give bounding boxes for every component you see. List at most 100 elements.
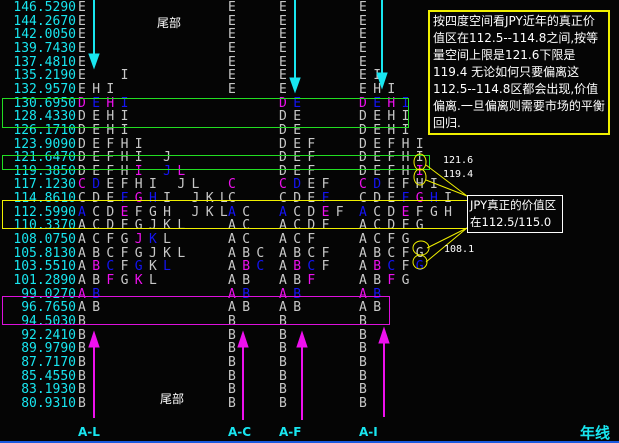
tpo-cell: E bbox=[279, 0, 287, 15]
column-label-a-i: A-I bbox=[359, 425, 378, 439]
tpo-cell: E bbox=[279, 54, 287, 70]
price-level: 89.9790 bbox=[21, 341, 76, 357]
tpo-cell: E bbox=[228, 13, 236, 29]
tpo-cell: E bbox=[279, 13, 287, 29]
tpo-cell: B bbox=[228, 382, 236, 398]
price-level: 130.6950 bbox=[13, 95, 76, 111]
yellow-highlight-circles bbox=[412, 153, 468, 270]
tpo-cell: B bbox=[279, 327, 287, 343]
tpo-cell: B bbox=[359, 354, 367, 370]
tpo-cell: E bbox=[359, 13, 367, 29]
tpo-cell: E bbox=[359, 0, 367, 15]
tpo-cell: B bbox=[78, 354, 86, 370]
tpo-cell: C bbox=[228, 191, 236, 207]
price-level: 132.9570 bbox=[13, 81, 76, 97]
tpo-cell: B bbox=[78, 368, 86, 384]
tpo-cell: B bbox=[359, 341, 367, 357]
tpo-cell: E bbox=[279, 68, 287, 84]
green-box-130-128 bbox=[2, 98, 409, 128]
price-level: 146.5290 bbox=[13, 0, 76, 15]
mark-119-4: 119.4 bbox=[443, 169, 474, 180]
tpo-cell: B bbox=[279, 354, 287, 370]
price-level: 83.1930 bbox=[21, 382, 76, 398]
price-level: 80.9310 bbox=[21, 395, 76, 411]
price-level: 117.1230 bbox=[13, 177, 76, 193]
tpo-cell: B bbox=[359, 395, 367, 411]
tpo-cell: E bbox=[279, 27, 287, 43]
tpo-cell: E bbox=[228, 81, 236, 97]
tpo-cell: E bbox=[228, 0, 236, 15]
tpo-cell: B bbox=[228, 341, 236, 357]
mark-121-6: 121.6 bbox=[443, 155, 474, 166]
tpo-cell: B bbox=[228, 368, 236, 384]
tpo-cell: E bbox=[279, 81, 287, 97]
analysis-note: 按四度空间看JPY近年的真正价值区在112.5--114.8之间,按等量空间上限… bbox=[428, 10, 610, 135]
tpo-cell: E I bbox=[78, 68, 129, 84]
tpo-cell: B bbox=[359, 327, 367, 343]
tpo-cell: B bbox=[78, 313, 86, 329]
tpo-cell: B bbox=[228, 354, 236, 370]
tpo-cell: E bbox=[359, 40, 367, 56]
price-level: 105.8130 bbox=[13, 245, 76, 261]
green-box-121 bbox=[2, 155, 430, 170]
tpo-cell: B bbox=[78, 395, 86, 411]
tpo-cell: C bbox=[228, 177, 236, 193]
price-level: 85.4550 bbox=[21, 368, 76, 384]
callout-line2: 在112.5/115.0 bbox=[470, 215, 552, 229]
price-level: 135.2190 bbox=[13, 68, 76, 84]
tpo-cell: E bbox=[78, 54, 86, 70]
tpo-cell: B bbox=[359, 368, 367, 384]
up-arrow-icon bbox=[88, 326, 390, 420]
tpo-cell: B bbox=[279, 341, 287, 357]
price-level: 128.4330 bbox=[13, 109, 76, 125]
tpo-cell: B bbox=[279, 395, 287, 411]
price-level: 99.0270 bbox=[21, 286, 76, 302]
tpo-cell: E bbox=[78, 40, 86, 56]
tpo-cell: B bbox=[78, 382, 86, 398]
tpo-cell: B bbox=[78, 327, 86, 343]
column-label-a-f: A-F bbox=[279, 425, 302, 439]
tpo-cell: E bbox=[78, 0, 86, 15]
price-level: 137.4810 bbox=[13, 54, 76, 70]
tpo-cell: B bbox=[228, 395, 236, 411]
price-level: 103.5510 bbox=[13, 259, 76, 275]
tpo-cell: E bbox=[78, 13, 86, 29]
tail-label-top: 尾部 bbox=[157, 16, 182, 30]
tail-label-bottom: 尾部 bbox=[160, 392, 185, 406]
